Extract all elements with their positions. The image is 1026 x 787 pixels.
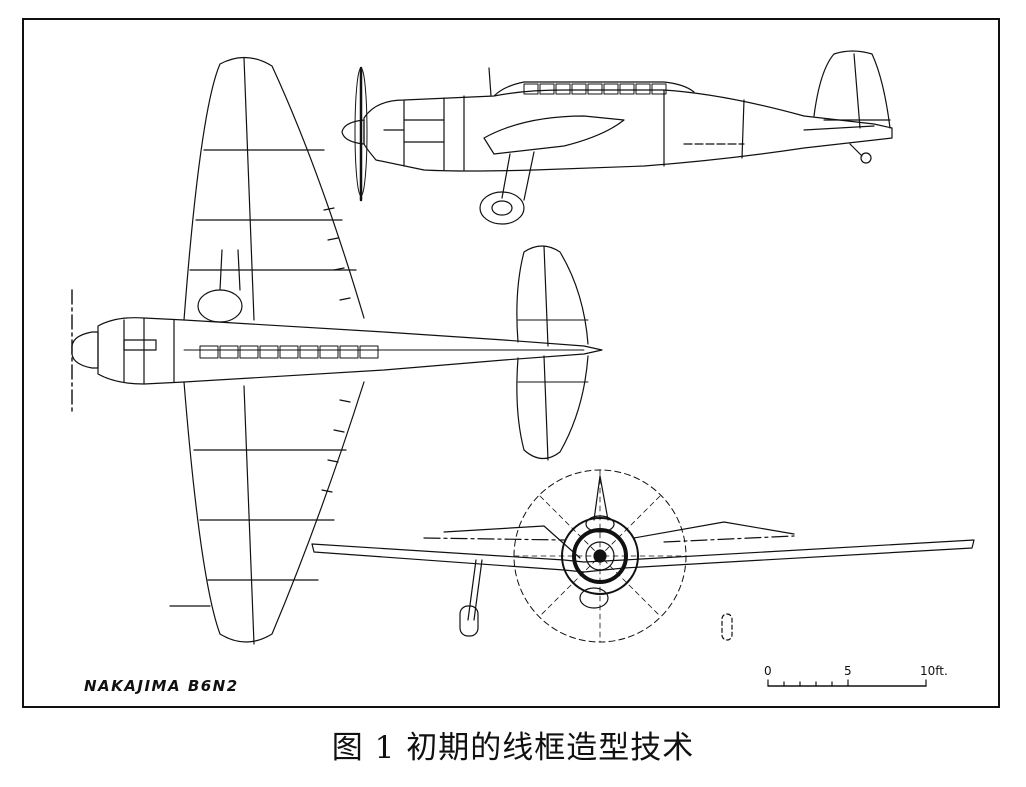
front-cowling <box>562 518 638 594</box>
front-view <box>312 470 974 642</box>
top-spinner <box>72 332 98 368</box>
scale-tick-5: 5 <box>844 664 852 678</box>
drawing-frame: NAKAJIMA B6N2 0 5 10ft. <box>22 18 1000 708</box>
side-view <box>342 51 892 224</box>
side-landing-gear <box>502 152 534 200</box>
front-tail-fin <box>594 476 608 520</box>
front-wheel <box>460 606 478 636</box>
side-tail-wheel <box>861 153 871 163</box>
figure-caption: 图 1 初期的线框造型技术 <box>331 730 695 766</box>
side-canopy <box>494 82 694 96</box>
front-wing <box>312 540 974 572</box>
scale-bar <box>768 680 926 686</box>
scale-tick-0: 0 <box>764 664 772 678</box>
model-label: NAKAJIMA B6N2 <box>84 677 239 695</box>
three-view-drawing <box>24 20 998 706</box>
side-fuselage <box>364 90 892 171</box>
side-tail-fin <box>814 51 890 128</box>
top-view <box>72 57 602 644</box>
top-stabilizer <box>517 246 588 459</box>
top-wing-lower <box>184 382 364 642</box>
side-wheel <box>480 192 524 224</box>
front-landing-gear <box>468 560 482 620</box>
top-wheel-upper <box>198 290 242 322</box>
scale-tick-10: 10ft. <box>920 664 948 678</box>
side-wing <box>484 116 624 154</box>
top-fuselage <box>98 318 602 384</box>
top-wing-upper <box>184 57 364 320</box>
